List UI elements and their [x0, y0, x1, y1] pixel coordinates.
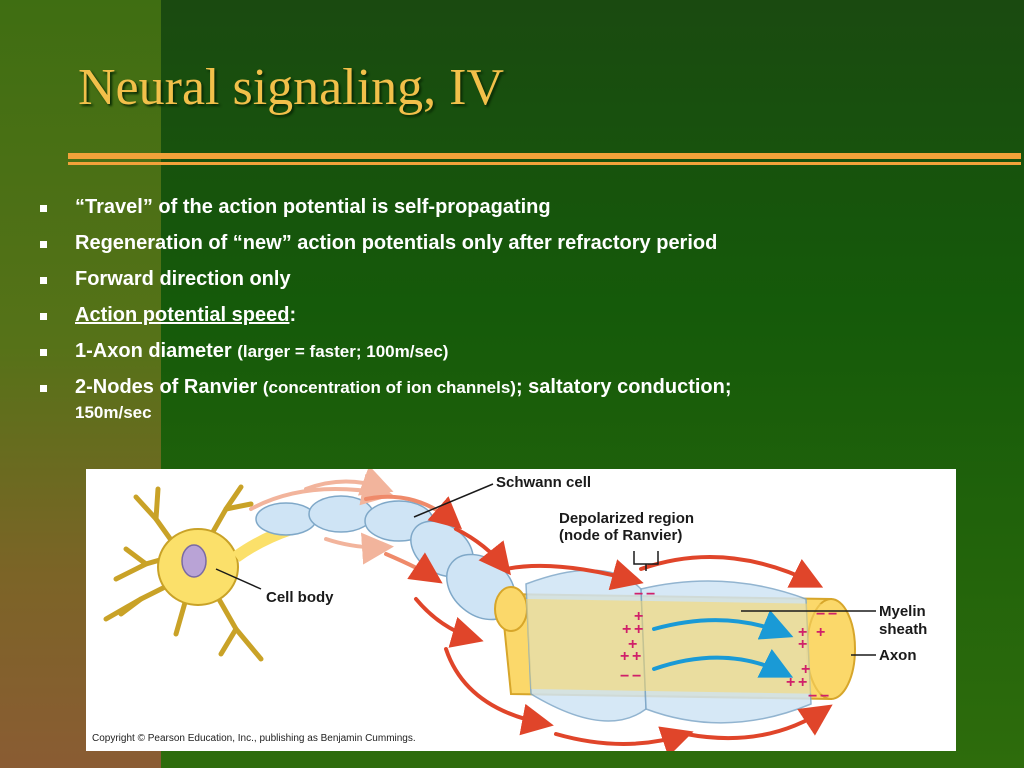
sheath-label: sheath [879, 621, 928, 638]
svg-text:+: + [634, 608, 643, 625]
svg-text:+: + [798, 674, 807, 691]
bullet-item: Action potential speed: [36, 303, 996, 328]
bullet-suffix: : [289, 304, 297, 326]
ion-current-arrows [652, 610, 794, 678]
square-bullet-icon [40, 313, 47, 320]
nucleus-shape [181, 544, 207, 578]
svg-text:+: + [798, 624, 807, 641]
svg-text:−: − [816, 606, 825, 623]
svg-text:−: − [646, 586, 655, 603]
square-bullet-icon [40, 385, 47, 392]
neuron-illustration: −− +++ +++ −− +++ +++ −− −− [103, 469, 876, 751]
square-bullet-icon [40, 277, 47, 284]
bullet-item: Forward direction only [36, 267, 996, 292]
bullet-note-line2: 150m/sec [75, 403, 152, 422]
bullet-text: Forward direction only [75, 268, 291, 290]
svg-text:+: + [622, 621, 631, 638]
svg-text:+: + [786, 674, 795, 691]
bullet-text-cont: ; saltatory conduction; [515, 376, 732, 398]
bullet-item: “Travel” of the action potential is self… [36, 195, 996, 220]
bullet-text: 2-Nodes of Ranvier [75, 376, 263, 398]
propagation-arrows [249, 469, 833, 751]
bullet-item: Regeneration of “new” action potentials … [36, 231, 996, 256]
square-bullet-icon [40, 205, 47, 212]
depolarized-region-label: Depolarized region [559, 510, 695, 527]
bullet-text: “Travel” of the action potential is self… [75, 196, 551, 218]
cell-body-label: Cell body [266, 589, 334, 606]
svg-text:+: + [816, 624, 825, 641]
svg-text:−: − [632, 668, 641, 685]
svg-text:+: + [634, 621, 643, 638]
charge-signs: −− +++ +++ −− +++ +++ −− −− [620, 586, 837, 705]
action-potential-speed-link[interactable]: Action potential speed [75, 304, 290, 326]
svg-text:+: + [632, 648, 641, 665]
square-bullet-icon [40, 349, 47, 356]
leader-lines [215, 483, 876, 656]
bullet-item: 1-Axon diameter (larger = faster; 100m/s… [36, 339, 996, 364]
schwann-cell-label: Schwann cell [496, 474, 592, 491]
svg-text:+: + [628, 636, 637, 653]
bullet-note: (larger = faster; 100m/sec) [237, 342, 449, 361]
myelin-segments-small [255, 495, 516, 621]
slide-title: Neural signaling, IV [78, 59, 505, 116]
svg-text:+: + [798, 636, 807, 653]
axon-label: Axon [879, 647, 917, 664]
bullet-item: 2-Nodes of Ranvier (concentration of ion… [36, 375, 996, 425]
svg-text:+: + [620, 648, 629, 665]
node-of-ranvier-label: (node of Ranvier) [559, 527, 683, 544]
svg-text:−: − [828, 606, 837, 623]
svg-text:+: + [801, 661, 810, 678]
svg-text:−: − [620, 668, 629, 685]
square-bullet-icon [40, 241, 47, 248]
svg-text:−: − [634, 586, 643, 603]
bullet-list: “Travel” of the action potential is self… [36, 195, 996, 436]
neuron-diagram: −− +++ +++ −− +++ +++ −− −− Schwann cell… [86, 469, 956, 751]
myelin-label: Myelin [879, 603, 926, 620]
title-underline-thick [68, 153, 1021, 159]
bullet-text: 1-Axon diameter [75, 340, 238, 362]
copyright-text: Copyright © Pearson Education, Inc., pub… [92, 733, 416, 744]
bullet-note: (concentration of ion channels) [262, 378, 516, 397]
svg-text:−: − [820, 688, 829, 705]
svg-text:−: − [808, 688, 817, 705]
title-underline-thin [68, 162, 1021, 165]
bullet-text: Regeneration of “new” action potentials … [75, 232, 718, 254]
